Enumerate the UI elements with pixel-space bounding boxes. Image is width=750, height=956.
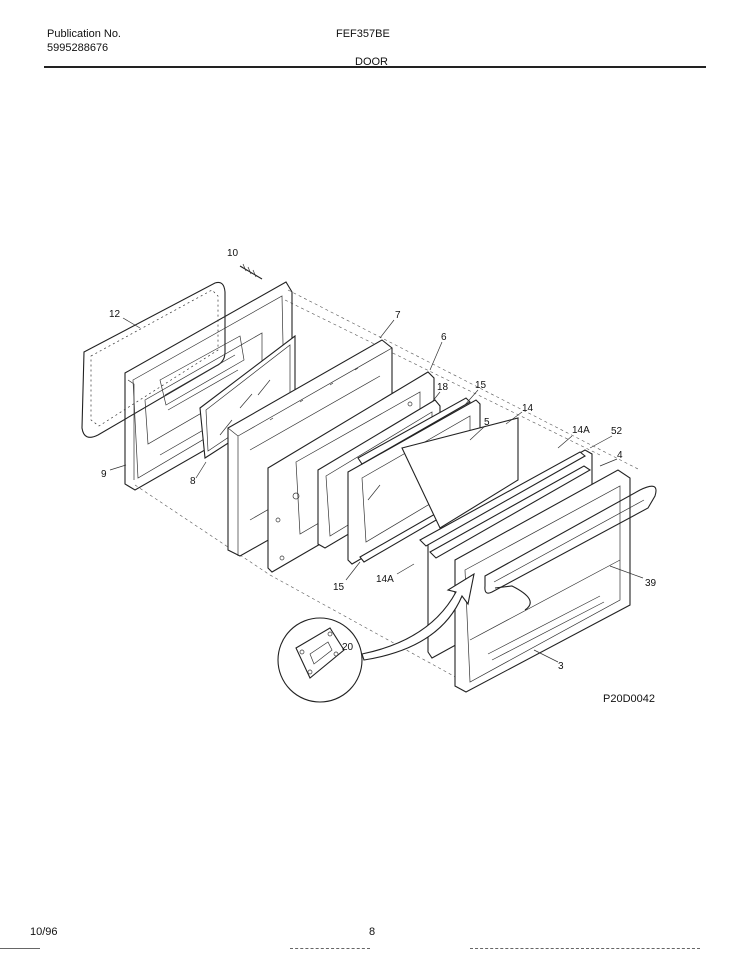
section-title: DOOR — [355, 56, 388, 68]
callout-7: 7 — [395, 310, 401, 321]
publication-number: 5995288676 — [47, 42, 109, 54]
door-handle-part — [484, 485, 657, 611]
callout-15-lower: 15 — [333, 582, 345, 593]
diagram-code: P20D0042 — [603, 693, 655, 705]
detail-arrow — [361, 572, 475, 661]
detail-bracket-circle — [277, 617, 363, 703]
callout-52: 52 — [611, 426, 623, 437]
callout-12: 12 — [109, 309, 121, 320]
callout-3: 3 — [558, 661, 564, 672]
callout-14A-upper: 14A — [572, 425, 590, 436]
callout-18: 18 — [437, 382, 449, 393]
callout-9: 9 — [101, 469, 107, 480]
model-number: FEF357BE — [336, 28, 390, 40]
callout-20: 20 — [342, 642, 354, 653]
callout-6: 6 — [441, 332, 447, 343]
callout-5: 5 — [484, 417, 490, 428]
leader-lines — [109, 317, 644, 663]
screw-part — [239, 263, 263, 280]
footer-page-number: 8 — [369, 926, 376, 938]
footer-rule-right — [470, 948, 700, 949]
footer-date: 10/96 — [30, 926, 58, 938]
trim-strip-upper-part — [357, 397, 471, 465]
publication-label: Publication No. — [47, 28, 121, 40]
callout-15-upper: 15 — [475, 380, 487, 391]
callout-39: 39 — [645, 578, 657, 589]
callout-14: 14 — [522, 403, 534, 414]
header-rule — [44, 66, 706, 68]
callout-10: 10 — [227, 248, 239, 259]
insulation-part — [401, 417, 519, 529]
callout-4: 4 — [617, 450, 623, 461]
outer-door-front-part — [419, 449, 631, 693]
footer-rule-mid — [290, 948, 370, 949]
footer-rule-left — [0, 948, 40, 949]
callout-8: 8 — [190, 476, 196, 487]
assembly-guide-lines — [134, 289, 641, 686]
callout-14A-lower: 14A — [376, 574, 394, 585]
door-gasket-part — [81, 281, 226, 438]
